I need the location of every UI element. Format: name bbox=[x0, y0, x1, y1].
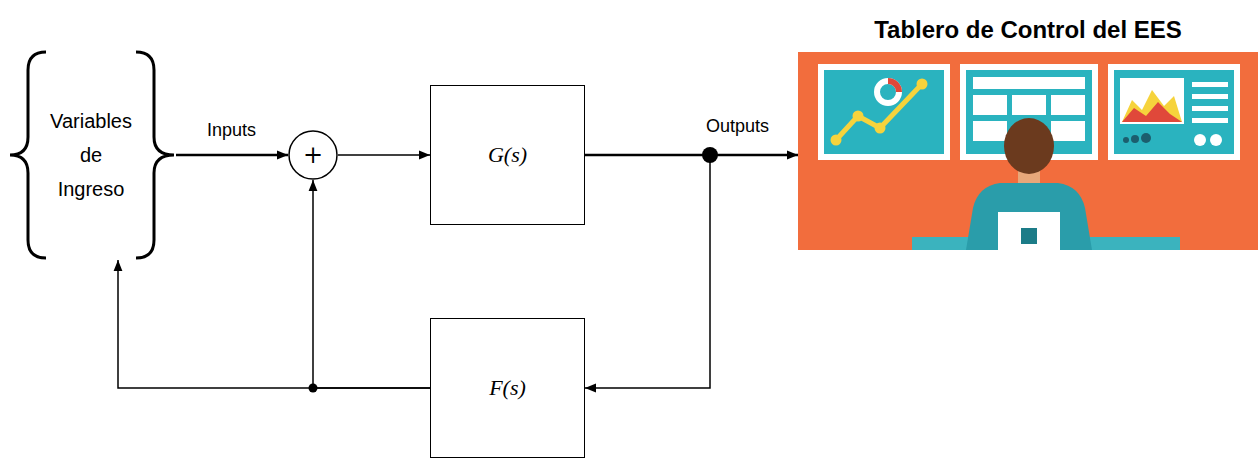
person-head bbox=[1004, 118, 1054, 174]
chart-dot bbox=[831, 135, 842, 146]
signal-connector bbox=[176, 154, 288, 157]
signal-connector bbox=[118, 260, 430, 388]
donut-slice bbox=[888, 81, 899, 92]
small-dot bbox=[1123, 137, 1129, 143]
junction-dot bbox=[309, 384, 318, 393]
screen-tile bbox=[1012, 95, 1046, 115]
small-dot bbox=[1194, 134, 1206, 146]
variable-label: Variables de Ingreso bbox=[47, 104, 135, 206]
chart-dot bbox=[917, 79, 928, 90]
text-line-icon bbox=[1192, 106, 1228, 111]
donut-chart bbox=[877, 81, 899, 103]
transfer-function: F(s) bbox=[489, 375, 526, 401]
screen-tile bbox=[1051, 95, 1085, 115]
small-dot bbox=[1141, 133, 1151, 143]
dashboard-title: Tablero de Control del EES bbox=[798, 15, 1258, 45]
area-chart bbox=[1122, 102, 1182, 122]
screen bbox=[824, 70, 944, 154]
sum-circle bbox=[289, 131, 337, 179]
laptop bbox=[998, 212, 1060, 250]
signal-label: Outputs bbox=[704, 116, 771, 137]
signal-label: Inputs bbox=[205, 120, 258, 141]
text-line-icon bbox=[1192, 118, 1228, 123]
signal-connector bbox=[313, 180, 430, 388]
dashboard-panel bbox=[798, 52, 1258, 250]
screen bbox=[1114, 70, 1234, 154]
screen-tile bbox=[973, 95, 1007, 115]
left-brace bbox=[10, 52, 46, 258]
signal-connector bbox=[585, 155, 710, 388]
transfer-function: G(s) bbox=[488, 142, 527, 168]
screen-frame bbox=[818, 64, 950, 160]
input-variables-brace: Variables de Ingreso bbox=[6, 50, 176, 260]
screen-bar bbox=[973, 77, 1085, 89]
chart-dot bbox=[875, 123, 886, 134]
right-brace bbox=[136, 52, 174, 258]
screen-tile bbox=[973, 121, 1007, 141]
text-line-icon bbox=[1192, 94, 1228, 99]
transfer-function-box: F(s) bbox=[430, 318, 585, 458]
person-body bbox=[966, 183, 1092, 250]
screen-tile bbox=[1051, 121, 1085, 141]
area-chart bbox=[1122, 90, 1182, 122]
junction-dot bbox=[702, 147, 718, 163]
sum-sign: + bbox=[303, 143, 323, 167]
transfer-function-box: G(s) bbox=[430, 85, 585, 225]
screen-frame bbox=[1108, 64, 1240, 160]
dashboard-panel: Tablero de Control del EES bbox=[798, 15, 1258, 250]
chart-dot bbox=[853, 111, 864, 122]
small-dot bbox=[1131, 135, 1139, 143]
laptop-logo bbox=[1021, 228, 1037, 244]
area-chart-ground bbox=[1120, 78, 1184, 124]
summing-junction: + bbox=[288, 130, 338, 180]
text-line-icon bbox=[1192, 82, 1228, 87]
signal-connector bbox=[338, 154, 430, 156]
small-dot bbox=[1210, 134, 1222, 146]
